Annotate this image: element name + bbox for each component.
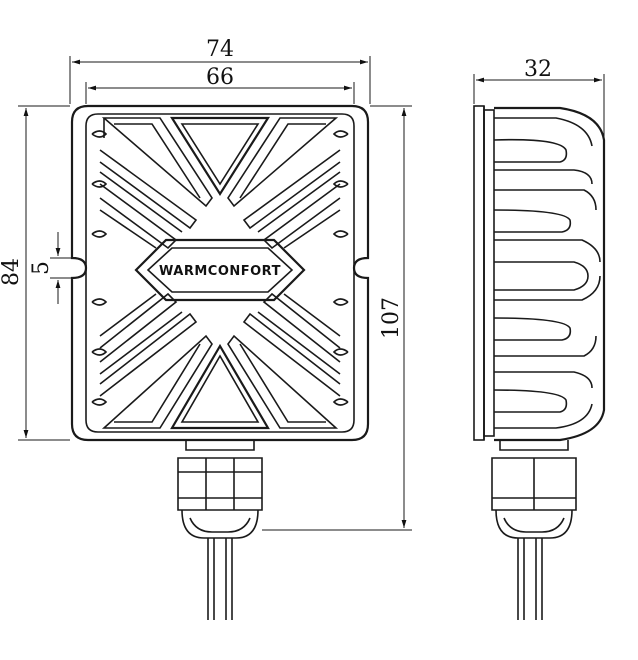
left-edge-bumps (91, 130, 108, 406)
front-view: WARMCONFORT (70, 104, 370, 620)
front-body-outline (70, 104, 370, 442)
dim-84-label: 84 (0, 258, 24, 286)
side-back-plate (473, 105, 485, 441)
front-cable-gland (177, 440, 263, 620)
brand-badge (134, 238, 306, 302)
dim-32-label: 32 (524, 57, 552, 82)
brand-logo-text: WARMCONFORT (159, 264, 281, 279)
front-dimensions (18, 56, 412, 531)
side-view (473, 105, 606, 442)
right-edge-bumps (332, 130, 349, 406)
bottom-triangle (170, 343, 270, 430)
dim-74-label: 74 (206, 37, 234, 62)
side-cable-gland (491, 440, 577, 620)
front-inner-frame (85, 113, 355, 433)
diagonal-fins (99, 117, 341, 429)
dim-5-label: 5 (29, 261, 54, 275)
side-dimensions (473, 74, 605, 138)
dim-107-label: 107 (379, 297, 404, 339)
top-triangle (170, 116, 270, 197)
dim-66-label: 66 (206, 65, 234, 90)
